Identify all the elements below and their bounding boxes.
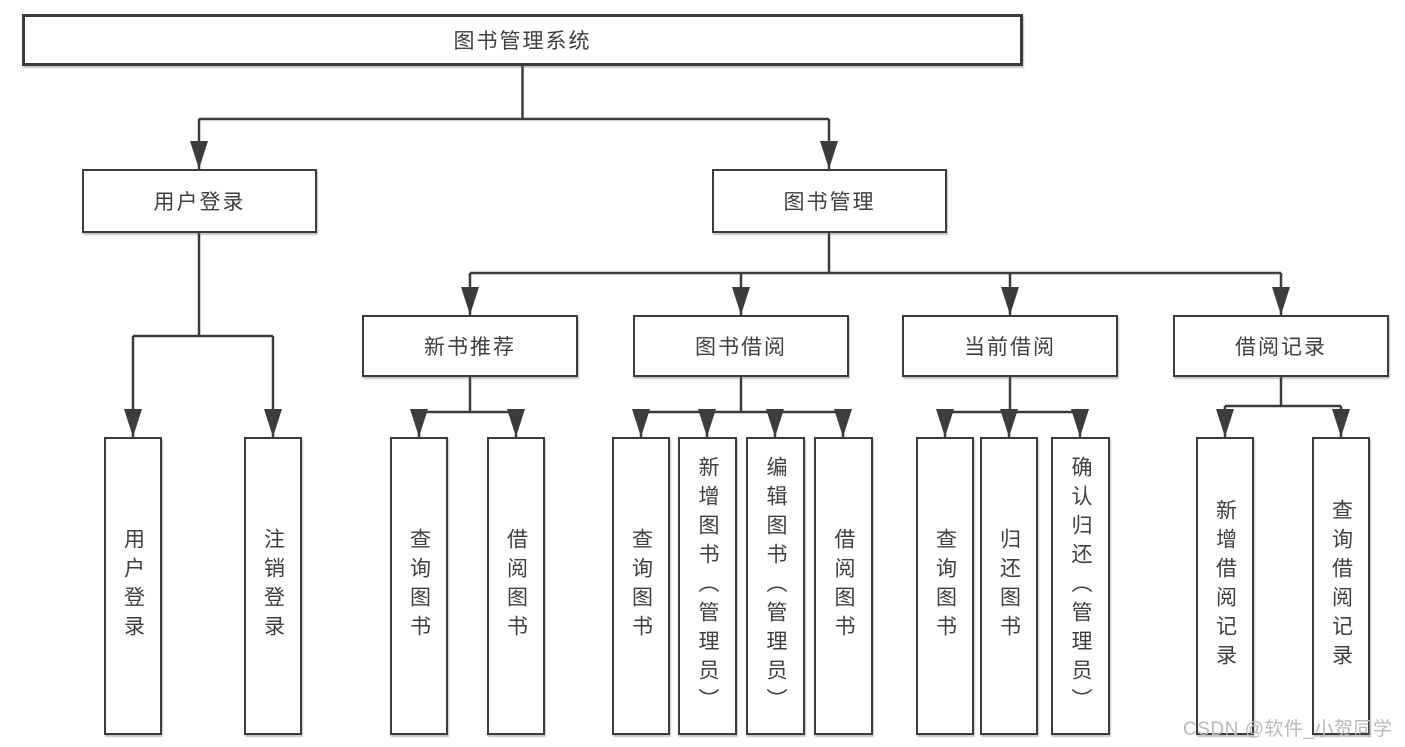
node-book-borrowing: 图书借阅 [633, 315, 849, 377]
leaf-return-books: 归还图书 [980, 437, 1038, 735]
leaf-borrow-books: 借阅图书 [814, 437, 873, 735]
leaf-query-books-recommend: 查询图书 [390, 437, 448, 735]
node-current-borrowing: 当前借阅 [902, 315, 1118, 377]
node-user-login: 用户登录 [82, 169, 317, 233]
leaf-edit-books-admin: 编辑图书（管理员） [746, 437, 805, 735]
leaf-user-login: 用户登录 [104, 437, 162, 735]
leaf-borrow-books-recommend: 借阅图书 [487, 437, 545, 735]
leaf-query-books-current: 查询图书 [916, 437, 974, 735]
leaf-logout: 注销登录 [244, 437, 302, 735]
leaf-add-books-admin: 新增图书（管理员） [678, 437, 737, 735]
node-book-management: 图书管理 [712, 169, 947, 233]
leaf-query-books-borrowing: 查询图书 [612, 437, 670, 735]
node-new-book-recommend: 新书推荐 [362, 315, 578, 377]
leaf-confirm-return-admin: 确认归还（管理员） [1051, 437, 1110, 735]
leaf-add-borrow-record: 新增借阅记录 [1196, 437, 1254, 735]
csdn-watermark: CSDN @软件_小贺同学 [1183, 719, 1393, 740]
node-library-system: 图书管理系统 [22, 14, 1023, 66]
node-borrowing-records: 借阅记录 [1173, 315, 1389, 377]
leaf-query-borrow-record: 查询借阅记录 [1312, 437, 1370, 735]
